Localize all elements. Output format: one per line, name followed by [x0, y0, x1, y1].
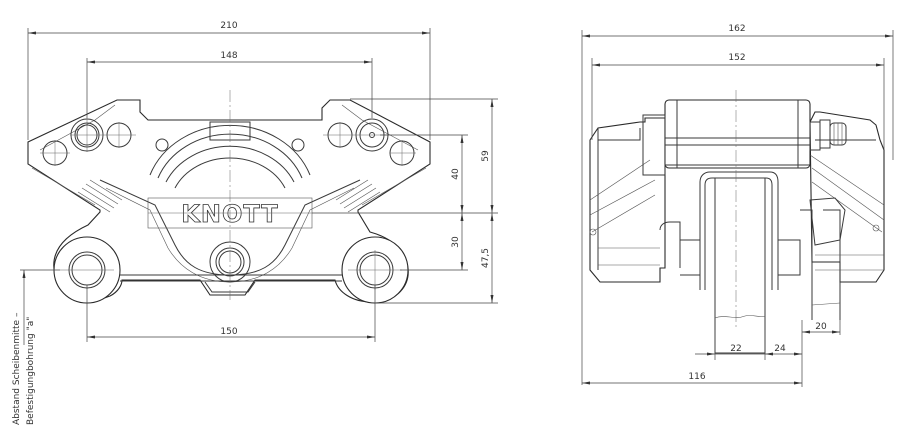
svg-text:210: 210 [220, 21, 237, 31]
front-view: KNOTT 210 [12, 21, 498, 425]
svg-text:148: 148 [220, 51, 237, 61]
dimension-20: 20 [802, 322, 840, 334]
svg-text:24: 24 [774, 344, 786, 354]
svg-text:20: 20 [815, 322, 827, 332]
caliper-bridge [664, 99, 811, 169]
dimension-40: 40 [451, 135, 464, 213]
svg-text:150: 150 [220, 327, 237, 337]
svg-text:40: 40 [451, 168, 461, 180]
centerlines [40, 90, 416, 300]
side-note-line1: Abstand Scheibenmitte – [12, 312, 22, 425]
dimension-148: 148 [86, 51, 373, 118]
dimension-47-5: 47,5 [481, 213, 494, 303]
brand-logo: KNOTT [181, 200, 278, 228]
svg-text:47,5: 47,5 [481, 248, 491, 268]
side-view: 162 152 20 22 24 116 [581, 24, 894, 387]
dimension-30: 30 [451, 213, 464, 270]
side-note-line2: Befestigungbohrung "a" [26, 317, 36, 425]
svg-text:30: 30 [451, 236, 461, 248]
dimension-162: 162 [582, 24, 893, 38]
svg-text:59: 59 [481, 150, 491, 162]
dimension-59: 59 [481, 99, 494, 213]
svg-text:152: 152 [728, 53, 745, 63]
dimension-150: 150 [86, 285, 376, 342]
brake-disc [714, 177, 766, 354]
svg-text:22: 22 [730, 344, 741, 354]
dimension-152: 152 [592, 53, 884, 67]
dimension-210: 210 [27, 21, 431, 140]
svg-text:116: 116 [688, 372, 705, 382]
svg-text:162: 162 [728, 24, 745, 34]
dimension-116: 116 [582, 372, 802, 385]
dimension-24: 24 [765, 344, 802, 356]
dimension-a: Abstand Scheibenmitte – Befestigungbohru… [12, 269, 60, 425]
dimension-22: 22 [695, 344, 765, 356]
